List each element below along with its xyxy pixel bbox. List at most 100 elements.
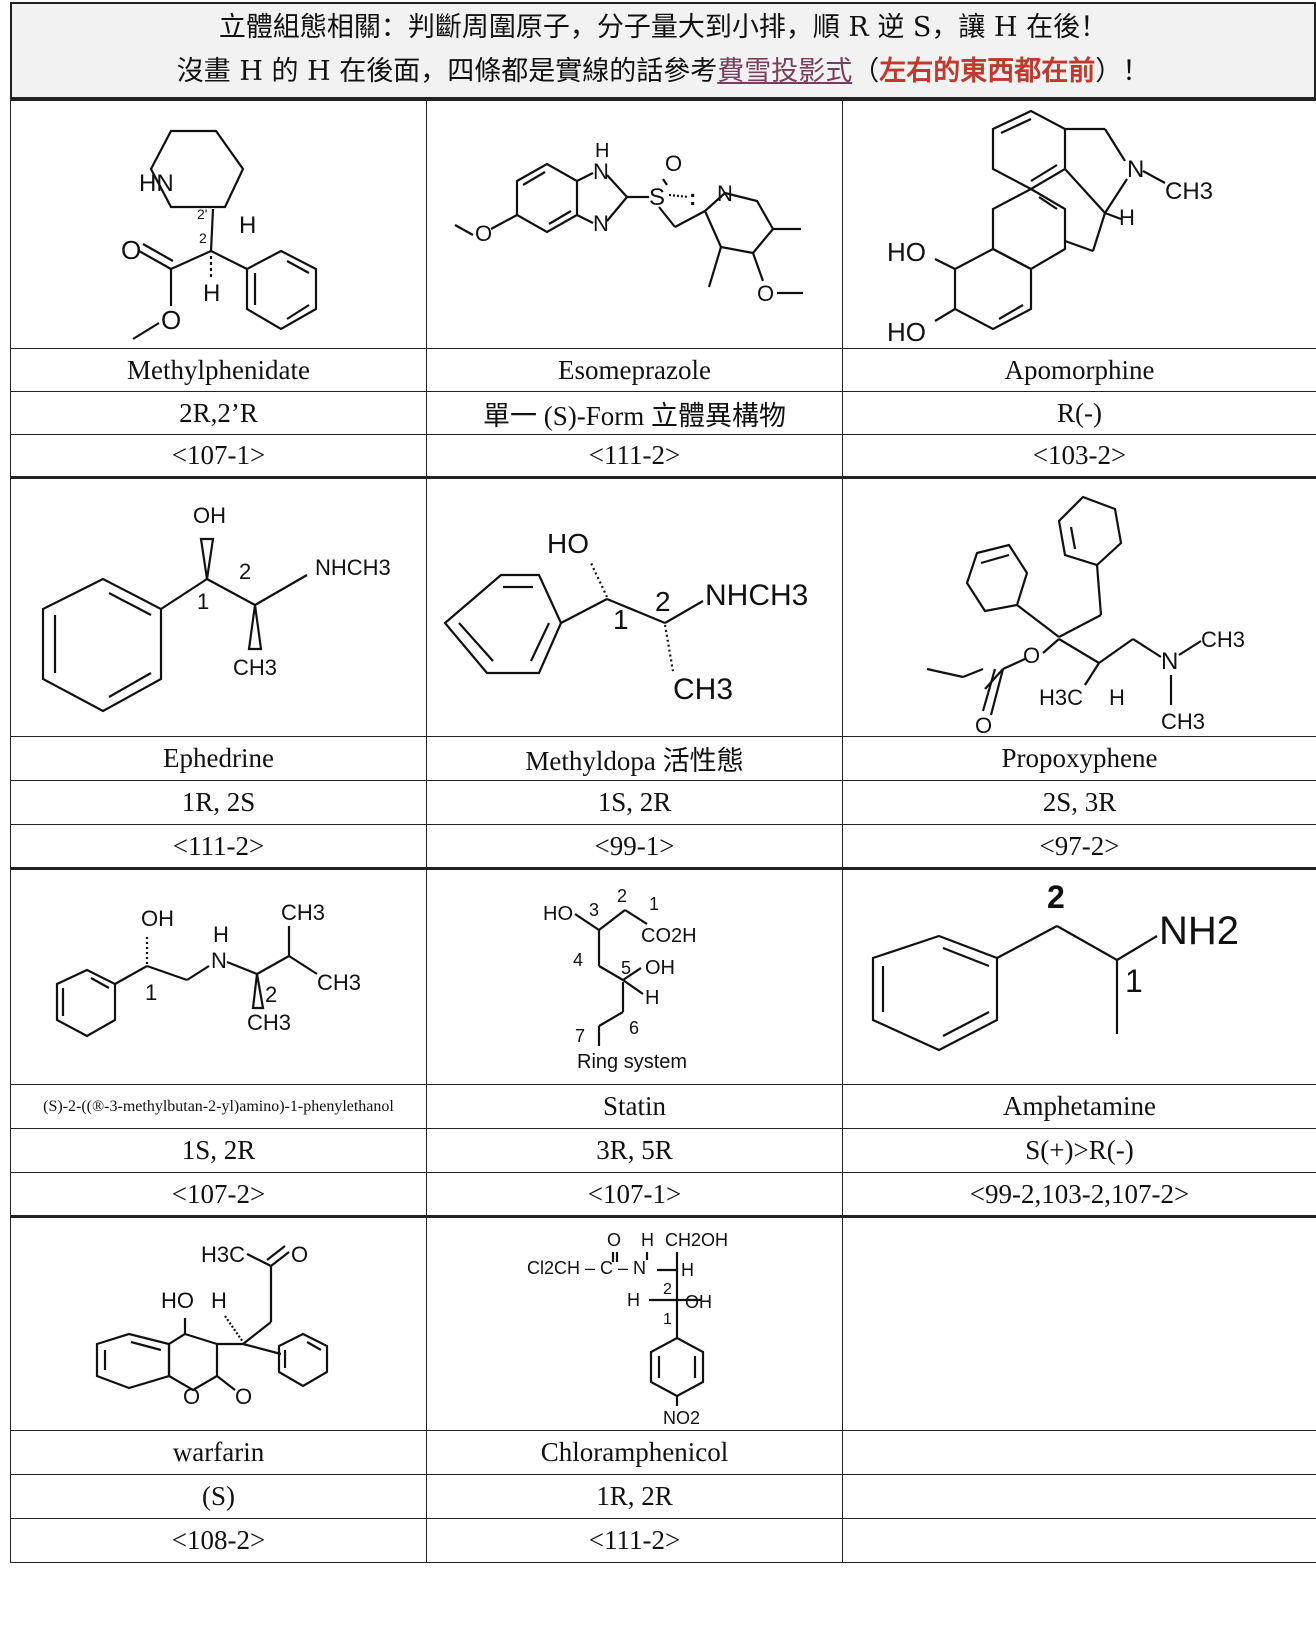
highlight-text: 左右的東西都在前 — [879, 56, 1096, 87]
atom-label: N — [1161, 648, 1178, 675]
atom-label: H — [645, 987, 659, 1009]
locant-label: 2 — [239, 559, 251, 584]
fischer-projection-link[interactable]: 費雪投影式 — [717, 56, 853, 87]
exam-reference: <107-1> — [10, 434, 427, 478]
exam-reference: <103-2> — [842, 434, 1316, 478]
configuration: 2R,2’R — [10, 391, 427, 435]
configuration: 3R, 5R — [426, 1128, 843, 1173]
ephedrine-structure: OH 1 2 NHCH3 CH3 — [41, 503, 391, 713]
structure-cell-amphetamine: 2 NH2 1 — [842, 867, 1316, 1085]
atom-label: O — [665, 151, 682, 176]
name-row: Methylphenidate Esomeprazole Apomorphine — [10, 348, 1316, 392]
configuration: S(+)>R(-) — [842, 1128, 1316, 1173]
aminoalcohol-structure: OH 1 H N 2 CH3 CH3 CH3 — [55, 900, 361, 1038]
atom-label: OH — [141, 906, 174, 931]
locant-label: 2 — [663, 1281, 672, 1298]
atom-label: CH3 — [673, 673, 733, 706]
amphetamine-structure: 2 NH2 1 — [871, 879, 1239, 1052]
atom-label: CH3 — [1165, 178, 1213, 205]
atom-label: CH3 — [281, 900, 325, 925]
atom-label: O — [161, 305, 181, 335]
structure-cell-chloramphenicol: O H CH2OH Cl2CH – C – N H 2 H OH 1 — [426, 1215, 843, 1431]
structure-cell-propoxyphene: O O H3C H N CH3 CH3 — [842, 476, 1316, 737]
exam-reference: <111-2> — [426, 1518, 843, 1563]
atom-label: H — [1109, 685, 1125, 710]
exam-reference: <111-2> — [426, 434, 843, 478]
compound-name: Esomeprazole — [426, 348, 843, 392]
compound-name: Methyldopa 活性態 — [426, 736, 843, 781]
ref-row: <111-2> <99-1> <97-2> — [10, 824, 1316, 869]
atom-label: CH3 — [1161, 709, 1205, 734]
config-row: 1R, 2S 1S, 2R 2S, 3R — [10, 780, 1316, 825]
atom-label: CH2OH — [665, 1230, 728, 1250]
atom-label: O — [975, 713, 992, 736]
atom-label: NHCH3 — [315, 555, 391, 580]
atom-label: CH3 — [317, 970, 361, 995]
compound-name: Propoxyphene — [842, 736, 1316, 781]
name-row: Ephedrine Methyldopa 活性態 Propoxyphene — [10, 736, 1316, 781]
locant-label: 1 — [663, 1311, 672, 1328]
structure-cell-warfarin: H3C O HO H O — [10, 1215, 427, 1431]
atom-label: OH — [685, 1292, 712, 1312]
ring-system-label: Ring system — [577, 1051, 687, 1073]
atom-label: O — [235, 1384, 252, 1409]
instruction-header: 立體組態相關：判斷周圍原子，分子量大到小排，順 R 逆 S，讓 H 在後！ 沒畫… — [10, 2, 1316, 100]
locant-label: 1 — [197, 589, 209, 614]
atom-label: H — [641, 1230, 654, 1250]
compound-name: Statin — [426, 1084, 843, 1129]
locant-label: 1 — [145, 980, 157, 1005]
structure-cell-ephedrine: OH 1 2 NHCH3 CH3 — [10, 476, 427, 737]
structure-cell-apomorphine: N CH3 H HO HO — [842, 100, 1316, 349]
locant-label: 2 — [265, 982, 277, 1007]
paren-open: （ — [852, 56, 880, 87]
exam-reference: <108-2> — [10, 1518, 427, 1563]
apomorphine-structure: N CH3 H HO HO — [887, 109, 1213, 347]
structure-row: OH 1 2 NHCH3 CH3 HO 1 — [10, 476, 1316, 737]
config-row: 1S, 2R 3R, 5R S(+)>R(-) — [10, 1128, 1316, 1173]
locant-label: 2 — [655, 586, 671, 617]
methylphenidate-structure: HN 2' H 2 H O O — [121, 129, 318, 340]
locant-label: 1 — [1125, 963, 1143, 999]
compound-name: warfarin — [10, 1430, 427, 1475]
structure-row: HN 2' H 2 H O O — [10, 100, 1316, 349]
compound-name: Chloramphenicol — [426, 1430, 843, 1475]
atom-label: O — [757, 281, 774, 306]
locant-label: 2 — [199, 230, 207, 246]
atom-label: H3C — [201, 1242, 245, 1267]
locant-label: 7 — [575, 1026, 585, 1046]
atom-label: O — [475, 221, 492, 246]
configuration: 1R, 2S — [10, 780, 427, 825]
structure-cell-statin: HO 3 2 1 CO2H 4 5 OH H 7 — [426, 867, 843, 1085]
structure-cell-esomeprazole: O H N N S O : N — [426, 100, 843, 349]
atom-label: HO — [887, 237, 926, 267]
atom-label: H — [595, 140, 609, 162]
atom-label: CH3 — [1201, 627, 1245, 652]
atom-label: CH3 — [247, 1010, 291, 1035]
atom-label: NH2 — [1159, 909, 1239, 953]
structure-cell-methylphenidate: HN 2' H 2 H O O — [10, 100, 427, 349]
ref-row: <107-1> <111-2> <103-2> — [10, 434, 1316, 478]
ref-row: <107-2> <107-1> <99-2,103-2,107-2> — [10, 1172, 1316, 1217]
atom-label: HO — [547, 528, 589, 559]
atom-label: H — [239, 212, 256, 239]
atom-label: S — [649, 184, 665, 211]
compound-name: Apomorphine — [842, 348, 1316, 392]
atom-label: O — [183, 1384, 200, 1409]
structure-cell-empty — [842, 1215, 1316, 1431]
atom-label: O — [121, 235, 141, 265]
statin-structure: HO 3 2 1 CO2H 4 5 OH H 7 — [543, 886, 697, 1073]
atom-label: N — [1127, 156, 1144, 183]
configuration: 2S, 3R — [842, 780, 1316, 825]
atom-label: O — [1023, 643, 1040, 668]
structure-row: OH 1 H N 2 CH3 CH3 CH3 HO — [10, 867, 1316, 1085]
configuration — [842, 1474, 1316, 1519]
locant-label: 1 — [649, 894, 659, 914]
atom-label: O — [291, 1242, 308, 1267]
structure-cell-methyldopa: HO 1 2 NHCH3 CH3 — [426, 476, 843, 737]
locant-label: 1 — [613, 604, 629, 635]
atom-label: O — [607, 1230, 621, 1250]
atom-label: OH — [645, 957, 675, 979]
atom-label: CO2H — [641, 925, 697, 947]
name-row: warfarin Chloramphenicol — [10, 1430, 1316, 1475]
exam-reference: <111-2> — [10, 824, 427, 869]
